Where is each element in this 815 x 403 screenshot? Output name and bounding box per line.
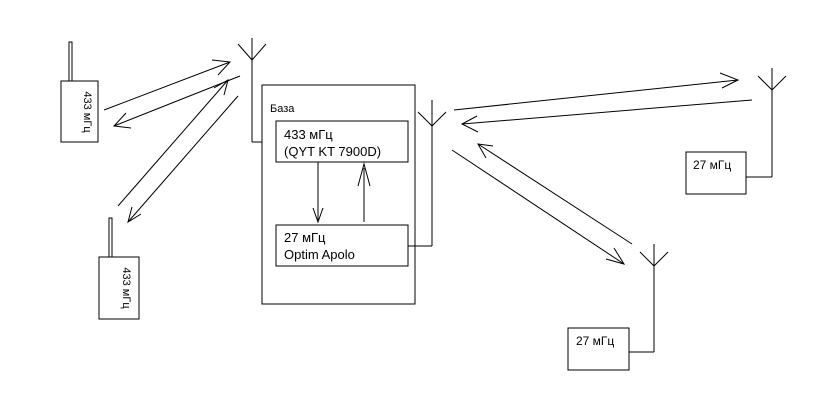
remote-right-label: 27 мГц	[693, 158, 731, 172]
handheld-top-body	[60, 80, 99, 143]
radio-27-line1: 27 мГц	[284, 230, 326, 245]
link-base-to-remote-right-arrow	[453, 72, 740, 111]
base-title: База	[270, 103, 295, 115]
remote-27-right: 27 мГц	[685, 68, 787, 195]
link-remote-bottom-to-base-arrow	[477, 143, 633, 245]
radio-433-line1: 433 мГц	[284, 127, 333, 142]
remote-bottom-box	[567, 327, 630, 371]
base-station-box	[261, 84, 416, 305]
remote-27-bottom: 27 мГц	[567, 244, 669, 371]
handheld-433-top: 433 мГц	[60, 41, 99, 143]
remote-right-box	[685, 151, 747, 195]
link-base-to-handheld-top-arrow	[112, 75, 241, 129]
handheld-top-antenna	[68, 41, 73, 83]
internal-link-up-arrow	[357, 162, 371, 222]
radio-27-box	[275, 224, 409, 267]
radio-433-box	[275, 120, 409, 163]
handheld-bottom-body	[98, 256, 140, 320]
internal-link-down-arrow	[312, 162, 324, 224]
link-base-to-remote-bottom-arrow	[451, 149, 626, 265]
base-antenna-27-icon	[408, 100, 447, 247]
link-remote-right-to-base-arrow	[460, 99, 753, 133]
handheld-top-label: 433 мГц	[81, 91, 93, 133]
link-handheld-top-to-base-arrow	[103, 59, 232, 111]
radio-433-line2: (QYT KT 7900D)	[284, 144, 381, 159]
handheld-bottom-antenna	[108, 217, 113, 259]
handheld-bottom-label: 433 мГц	[120, 267, 132, 309]
link-handheld-bottom-to-base-arrow	[117, 78, 229, 207]
handheld-433-bottom: 433 мГц	[98, 217, 140, 320]
link-base-to-handheld-bottom-arrow	[127, 95, 239, 224]
radio-27-line2: Optim Apolo	[284, 247, 355, 262]
remote-bottom-label: 27 мГц	[576, 334, 614, 348]
